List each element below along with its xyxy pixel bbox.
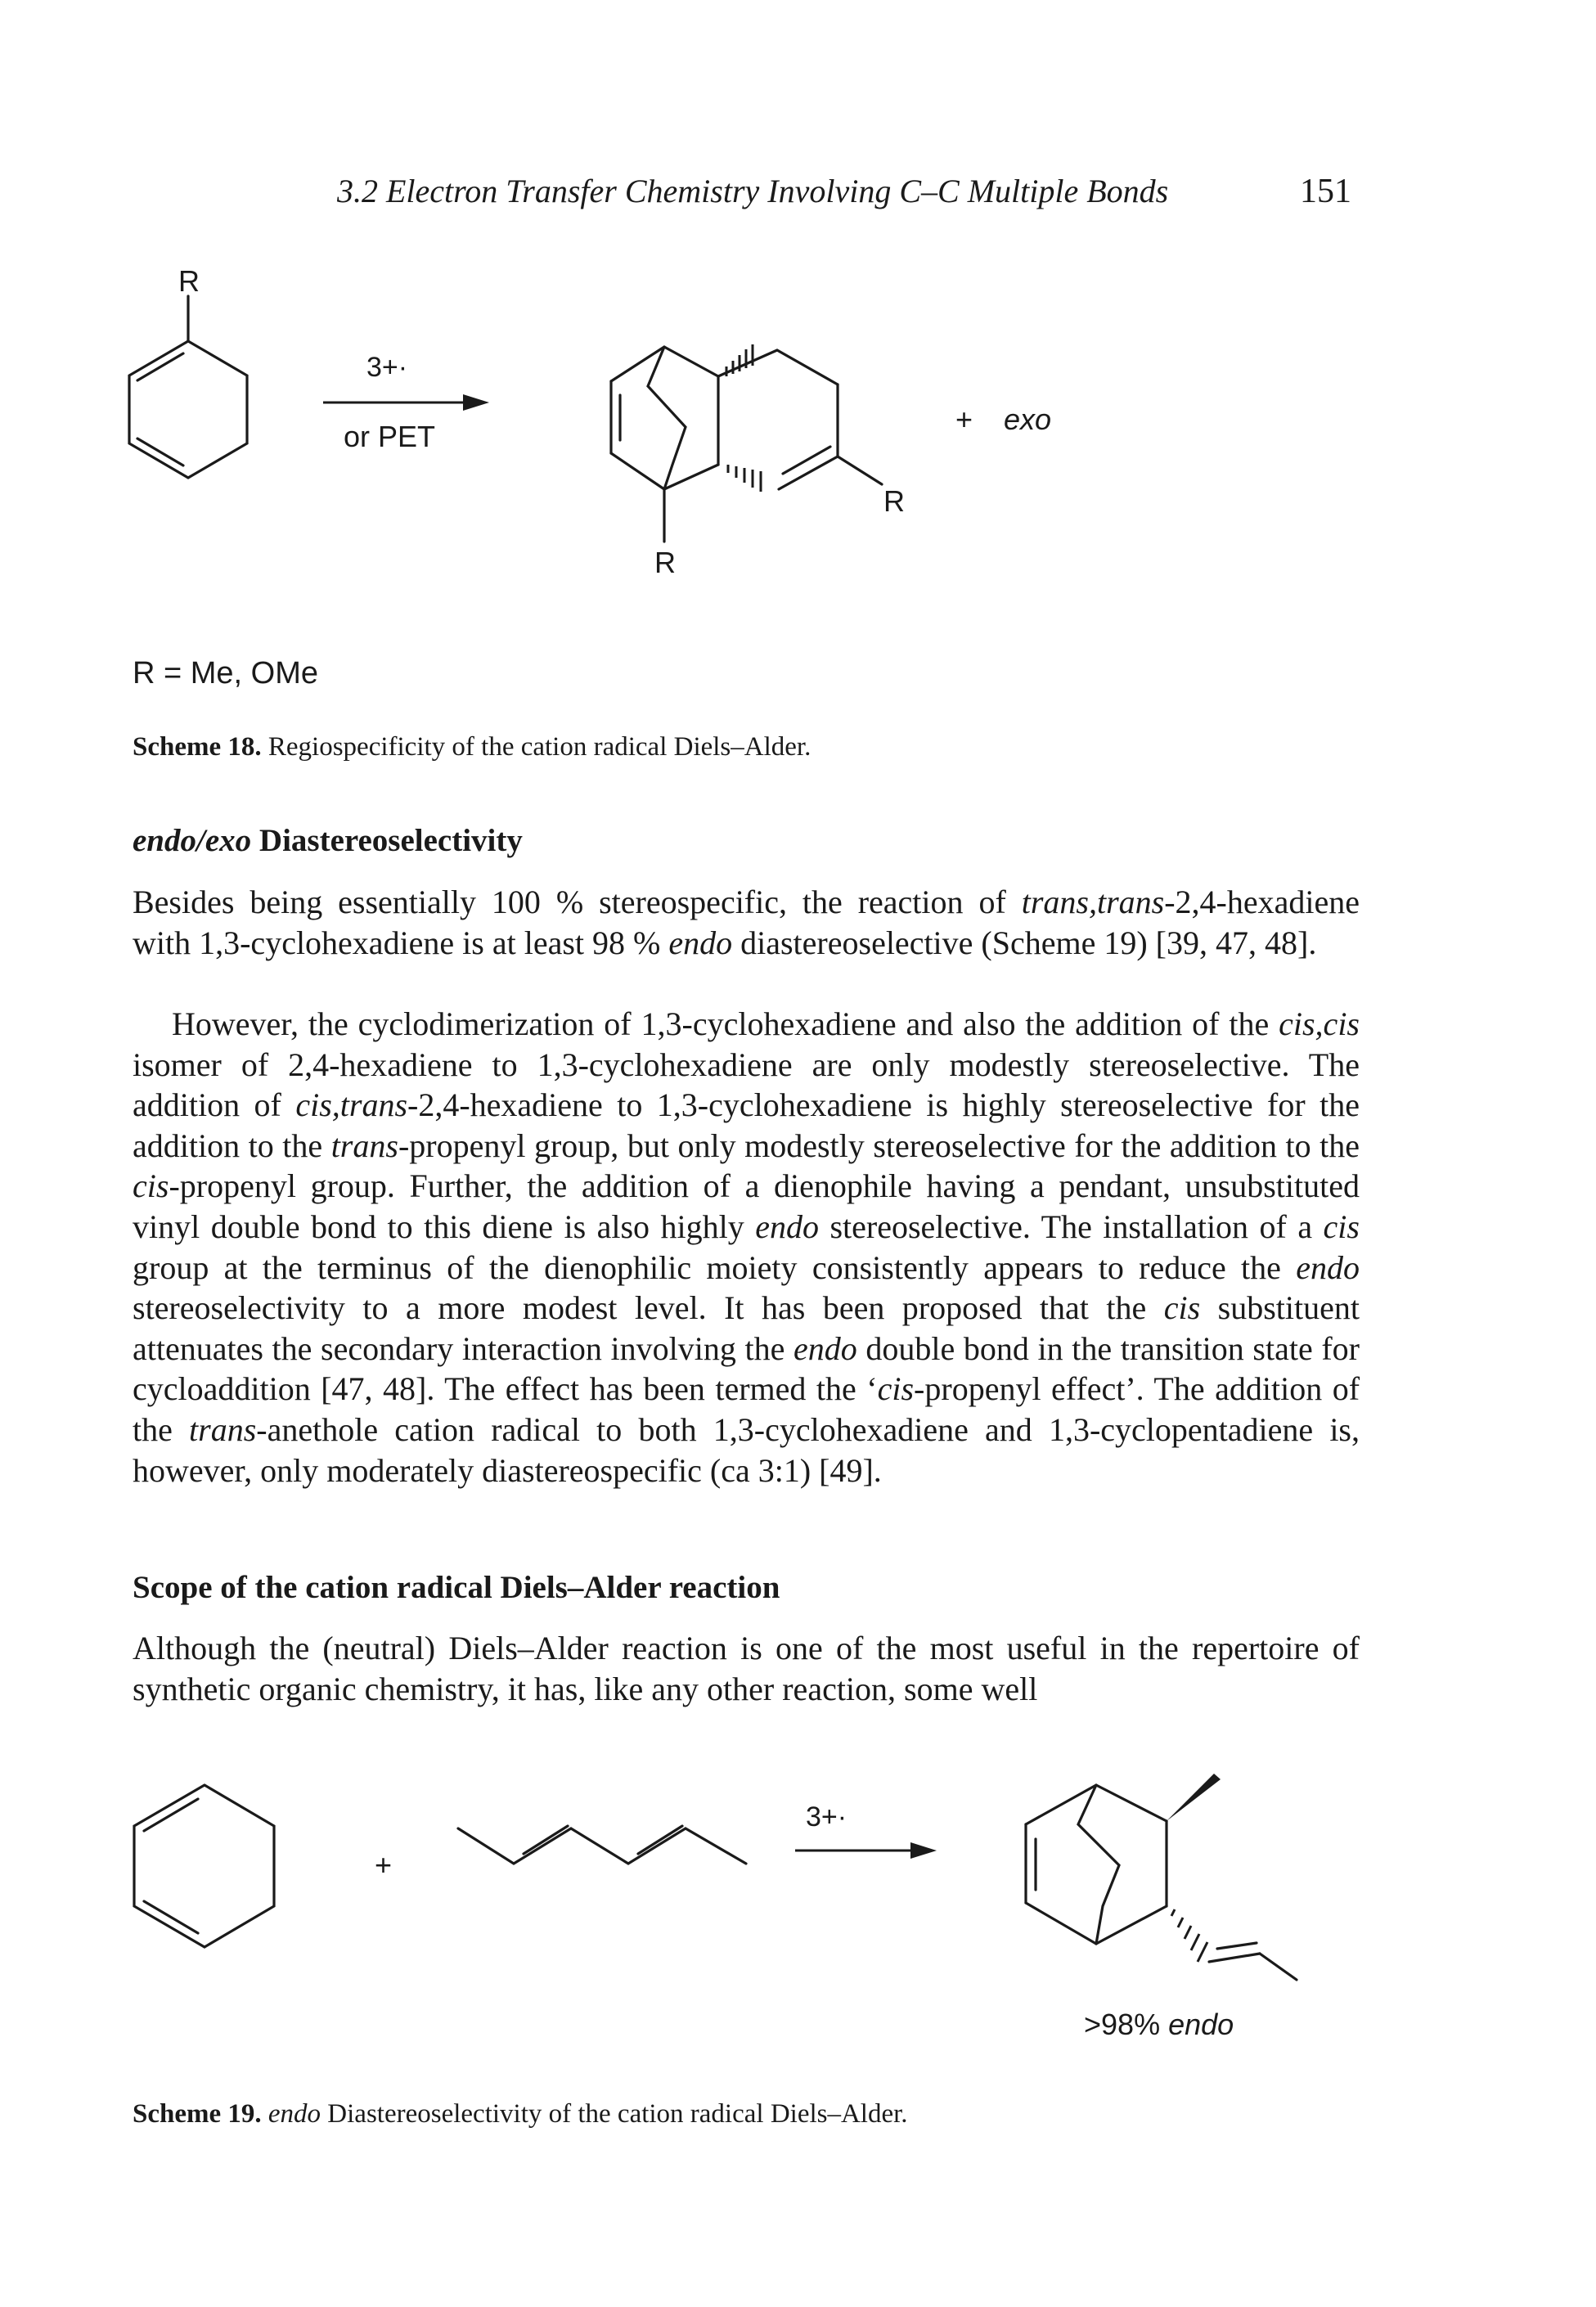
scheme18-condition-label: or PET [344,420,435,453]
cyclohexadiene [133,1783,276,1949]
scheme18-product-r-label: R [883,484,905,518]
scheme19-endo-product [1024,1783,1298,1981]
substituted-cyclohexadiene [128,295,249,479]
scheme18-hashed-wedge-top [725,344,754,376]
section-heading-endo-exo: endo/exo Diastereoselectivity [133,822,523,859]
scheme19-solid-wedge [1167,1774,1221,1821]
scheme19-caption-italic: endo [267,2099,321,2129]
scheme18-r-substituent: R [178,264,200,298]
scheme-18-figure: R 3+· or PET R R + ex [128,264,1051,579]
scheme18-plus-sign: + [955,402,973,436]
paragraph-endo-exo-1: Besides being essentially 100 % stereosp… [133,884,1360,961]
page-number: 151 [1300,173,1351,210]
scheme18-caption: Scheme 18. Regiospecificity of the catio… [133,732,811,762]
scheme19-selectivity-value: >98% [1084,2008,1160,2041]
scheme19-hashed-wedge [1170,1909,1209,1963]
scheme19-selectivity-word: endo [1168,2008,1234,2041]
paragraph-scope-1: Although the (neutral) Diels–Alder react… [133,1630,1360,1707]
running-title: 3.2 Electron Transfer Chemistry Involvin… [337,173,1169,209]
scheme19-caption-text: Diastereoselectivity of the cation radic… [321,2099,908,2129]
scheme18-bridge-r-label: R [654,546,676,579]
scheme19-catalyst-label: 3+· [806,1801,847,1833]
scheme18-exo-label: exo [1004,402,1051,436]
hexadiene [456,1824,748,1865]
scheme18-hashed-wedge-bottom [726,465,762,492]
scheme19-caption: Scheme 19. endo Diastereoselectivity of … [133,2099,908,2129]
section-heading-rest: Diastereoselectivity [259,823,523,858]
scheme-19-figure: + 3+· >98% endo [133,1774,1298,2041]
scheme19-reaction-arrow [795,1842,937,1859]
scheme18-catalyst-label: 3+· [366,352,407,383]
scheme18-bicyclic-product [609,345,883,543]
scheme18-caption-text: Regiospecificity of the cation radical D… [267,732,811,762]
section-heading-scope: Scope of the cation radical Diels–Alder … [133,1570,780,1605]
section-heading-italic: endo/exo [133,823,252,858]
scheme18-reaction-arrow [323,394,489,411]
scheme18-caption-number: Scheme 18. [133,732,262,762]
scheme19-plus-sign: + [375,1848,392,1882]
paragraph-endo-exo-2: However, the cyclodimerization of 1,3-cy… [133,1005,1360,1489]
scheme19-selectivity-label: >98% endo [1084,2008,1234,2041]
running-header: 3.2 Electron Transfer Chemistry Involvin… [337,172,1351,221]
scheme19-caption-number: Scheme 19. [133,2099,262,2129]
scheme18-r-values: R = Me, OMe [133,656,318,690]
